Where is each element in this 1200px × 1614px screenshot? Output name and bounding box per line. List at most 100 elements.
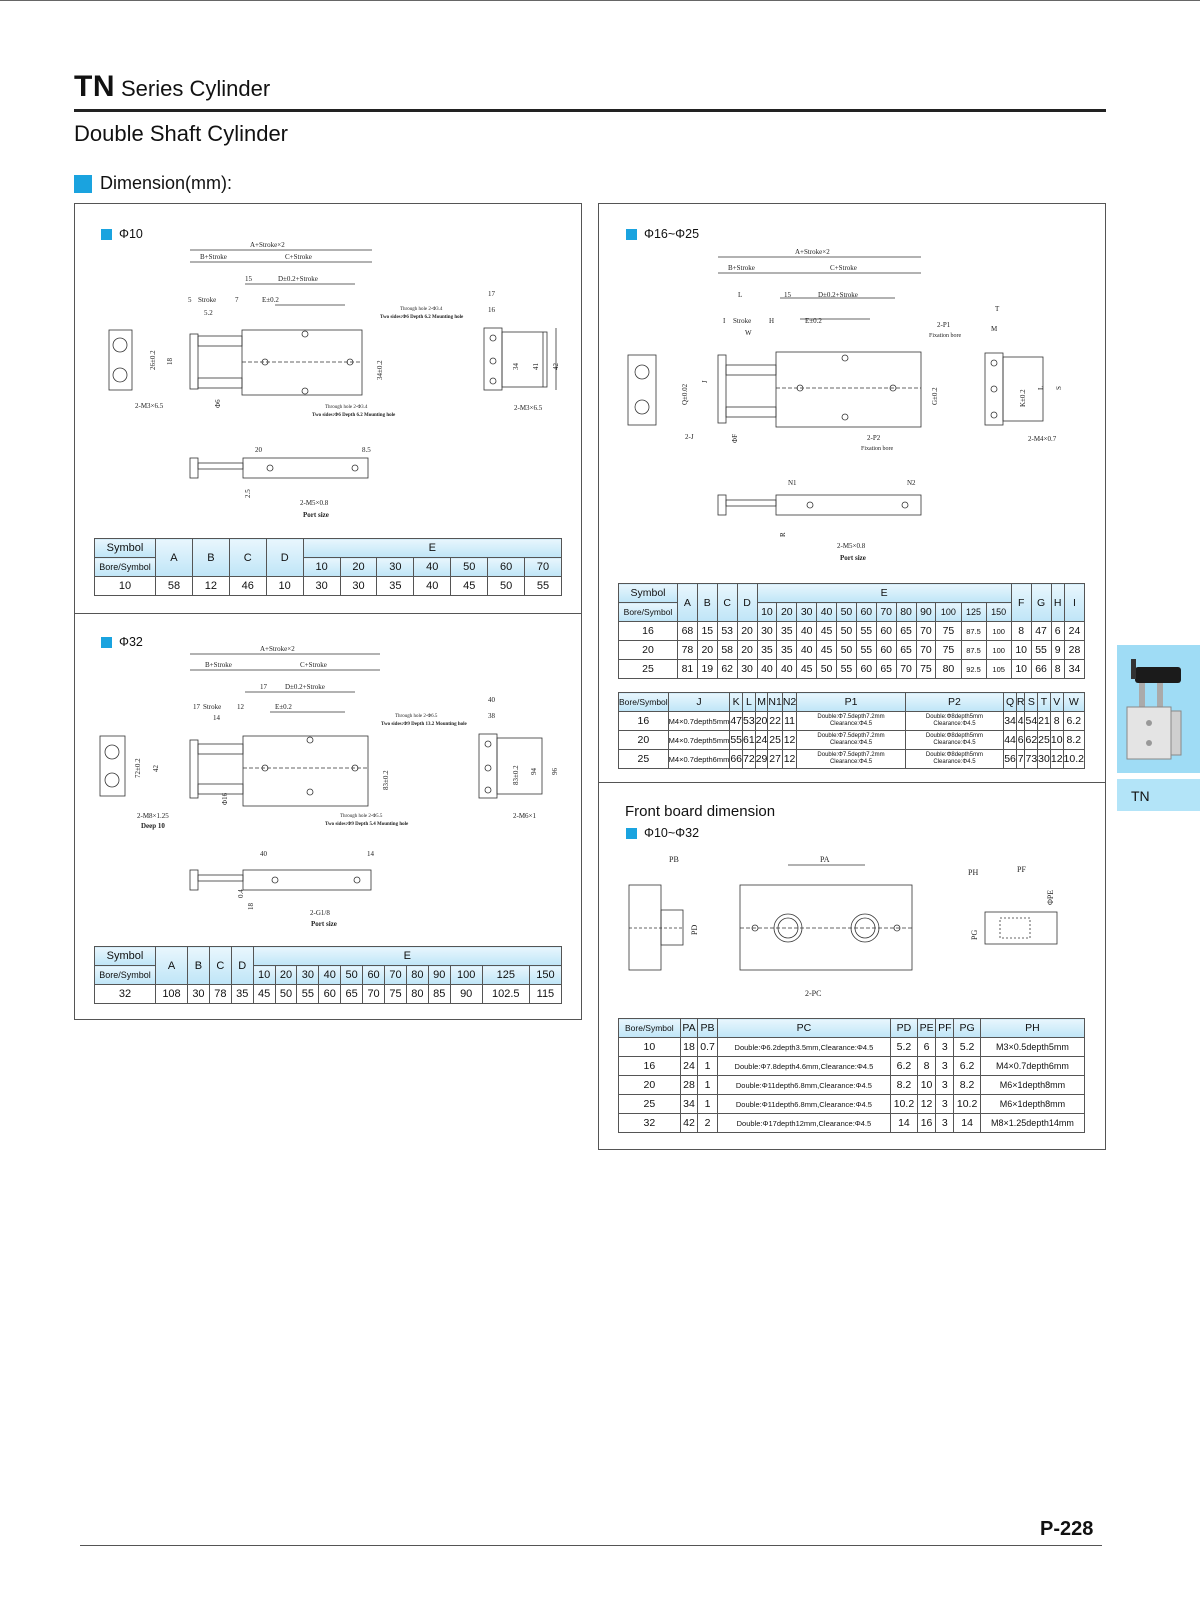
cell: 11 bbox=[781, 711, 798, 731]
dim-ph: PH bbox=[968, 868, 978, 877]
cell: 102.5 bbox=[481, 984, 530, 1004]
cell: 10 bbox=[916, 1075, 937, 1095]
table-header-cell: L bbox=[742, 692, 756, 712]
cell: 21 bbox=[1037, 711, 1051, 731]
blue-square-icon bbox=[74, 175, 92, 194]
table-header-cell: PG bbox=[953, 1018, 981, 1038]
dim-phi-f: ΦF bbox=[731, 434, 739, 443]
cell: 78 bbox=[208, 984, 232, 1004]
table-header-cell: PH bbox=[979, 1018, 1086, 1038]
th-e-col: 70 bbox=[524, 557, 562, 577]
cell: 115 bbox=[528, 984, 563, 1004]
p1-label: 2-P1 bbox=[937, 321, 951, 329]
cell: Double:Φ11depth6.8mm,Clearance:Φ4.5 bbox=[716, 1075, 892, 1095]
sidebar-tab-tn: TN bbox=[1117, 779, 1200, 811]
dim-d-stroke: D±0.2+Stroke bbox=[278, 275, 318, 283]
cell: 50 bbox=[816, 659, 837, 679]
cell: 55 bbox=[836, 659, 857, 679]
dim-b-stroke: B+Stroke bbox=[200, 253, 227, 261]
cell: 75 bbox=[384, 984, 407, 1004]
product-image bbox=[1117, 645, 1200, 773]
table-header-cell: W bbox=[1062, 692, 1086, 712]
cell: 9 bbox=[1050, 640, 1065, 660]
th-e-col: 80 bbox=[405, 965, 429, 985]
dim-phi-pe: ΦPE bbox=[1046, 890, 1055, 905]
front-board-label: Φ10~Φ32 bbox=[626, 826, 699, 840]
cell: 90 bbox=[449, 984, 483, 1004]
cell: 10 bbox=[1010, 659, 1032, 679]
cell: 25 bbox=[618, 1094, 681, 1114]
th-e-col: 50 bbox=[836, 602, 857, 622]
front-board-label-text: Φ10~Φ32 bbox=[644, 826, 700, 840]
cell: 3 bbox=[935, 1075, 955, 1095]
two-j-label: 2-J bbox=[685, 433, 694, 441]
port-size-label: Port size bbox=[311, 920, 337, 928]
cell: 45 bbox=[796, 659, 818, 679]
dim-14b: 14 bbox=[367, 850, 375, 858]
dim-stroke: Stroke bbox=[198, 296, 216, 304]
cell: 73 bbox=[1024, 749, 1039, 769]
th-e-col: 30 bbox=[796, 602, 818, 622]
table-header-cell: PD bbox=[890, 1018, 918, 1038]
table-header-cell: PF bbox=[935, 1018, 955, 1038]
dim-17: 17 bbox=[488, 290, 496, 298]
cell: 8 bbox=[1010, 621, 1032, 641]
cell: 40 bbox=[776, 659, 798, 679]
dim-83b: 83±0.2 bbox=[512, 765, 520, 785]
dim-20: 20 bbox=[255, 446, 263, 454]
cell: 2 bbox=[697, 1113, 718, 1133]
table-header-cell: P1 bbox=[796, 692, 906, 712]
th-e-col: 20 bbox=[776, 602, 798, 622]
dim-34b: 34 bbox=[512, 363, 520, 371]
dim-j: J bbox=[701, 380, 709, 383]
cell: 16 bbox=[916, 1113, 937, 1133]
cell: 0.7 bbox=[697, 1037, 718, 1057]
dim-stroke: Stroke bbox=[733, 317, 751, 325]
cell: 47 bbox=[1030, 621, 1052, 641]
th-e-col: 60 bbox=[487, 557, 526, 577]
dim-8-5: 8.5 bbox=[362, 446, 371, 454]
thread-right: 2-M3×6.5 bbox=[514, 404, 543, 412]
cell: 4 bbox=[1015, 711, 1026, 731]
cell: 72 bbox=[742, 749, 756, 769]
port-size-label: Port size bbox=[840, 554, 866, 562]
th-e-col: 40 bbox=[413, 557, 452, 577]
cell: 65 bbox=[875, 659, 897, 679]
cell: 30 bbox=[339, 576, 378, 596]
cell: 8.2 bbox=[953, 1075, 981, 1095]
cell: 62 bbox=[716, 659, 738, 679]
th-e-col: 60 bbox=[362, 965, 386, 985]
dim-c-stroke: C+Stroke bbox=[285, 253, 312, 261]
cell: M4×0.7depth6mm bbox=[979, 1056, 1086, 1076]
cell: 25 bbox=[1037, 730, 1051, 750]
phi16-drawing: A+Stroke×2 B+Stroke C+Stroke L 15 D±0.2+… bbox=[625, 245, 1090, 575]
dim-t: T bbox=[995, 305, 1000, 313]
cell: 65 bbox=[340, 984, 364, 1004]
cell: 30 bbox=[302, 576, 341, 596]
dim-0-4: 0.4 bbox=[237, 889, 245, 898]
cell: 12 bbox=[1049, 749, 1064, 769]
dim-c-stroke: C+Stroke bbox=[300, 661, 327, 669]
top-border bbox=[0, 0, 1200, 1]
table-row: 10 58 12 46 10 30 30 35 40 45 50 55 bbox=[94, 576, 562, 596]
thread-left: 2-M3×6.5 bbox=[135, 402, 164, 410]
phi32-label-text: Φ32 bbox=[119, 635, 143, 649]
cell: 19 bbox=[696, 659, 718, 679]
cell: Double:Φ6.2depth3.5mm,Clearance:Φ4.5 bbox=[716, 1037, 892, 1057]
cell: 54 bbox=[1024, 711, 1039, 731]
cell: 70 bbox=[915, 640, 937, 660]
dim-n1: N1 bbox=[788, 479, 797, 487]
cell: 15 bbox=[696, 621, 718, 641]
cell: 10.2 bbox=[1062, 749, 1086, 769]
cell: 44 bbox=[1003, 730, 1017, 750]
panel-right-top bbox=[598, 203, 1106, 783]
dim-26: 26±0.2 bbox=[149, 350, 157, 370]
dim-15: 15 bbox=[245, 275, 253, 283]
cell: 75 bbox=[935, 621, 962, 641]
footer-rule bbox=[80, 1545, 1102, 1546]
th-e-col: 50 bbox=[340, 965, 364, 985]
